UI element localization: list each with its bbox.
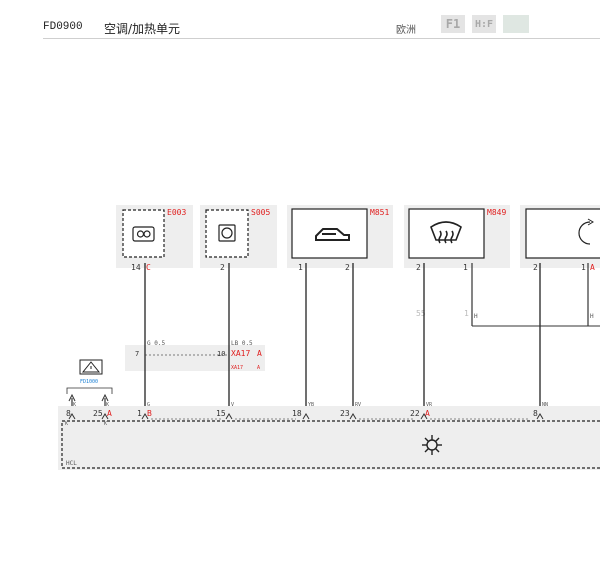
document-title: 空调/加热单元 xyxy=(104,22,181,36)
defrost-icon xyxy=(430,221,462,244)
module-pin-8-wire: NN xyxy=(542,402,548,408)
splice-panel xyxy=(125,345,265,371)
pin-arrows xyxy=(68,413,544,420)
right-pin-a: 2 xyxy=(533,263,538,272)
module-pin-3-conn: B xyxy=(147,409,152,418)
splice-pin-right: 10 xyxy=(217,350,225,358)
module-pin-6-wire: RV xyxy=(355,402,361,408)
module-panel xyxy=(58,420,600,470)
s005-box[interactable] xyxy=(205,209,249,258)
motor-arc-icon xyxy=(578,221,591,245)
m851-label: M851 xyxy=(370,208,389,217)
m849-box[interactable] xyxy=(408,208,485,259)
module-pin-4-wire: V xyxy=(231,402,234,408)
module-pin-7-conn: A xyxy=(425,409,430,418)
arrow-up-icon xyxy=(101,393,109,402)
module-pin-2-wire: K xyxy=(106,402,109,408)
splice-pin-left: 7 xyxy=(135,350,139,358)
page-header: FD0900 空调/加热单元 欧洲 F1 H:F xyxy=(0,0,600,38)
climate-fan-icon xyxy=(422,435,442,455)
right-conn: A xyxy=(590,263,595,272)
module-pin-2-num: 25 xyxy=(93,409,103,418)
module-wire-k2: K xyxy=(104,421,107,427)
arrow-icon xyxy=(587,218,594,226)
m851-pin-a: 1 xyxy=(298,263,303,272)
m849-label: M849 xyxy=(487,208,506,217)
module-name: HCL xyxy=(66,460,77,467)
module-pin-5-num: 18 xyxy=(292,409,302,418)
warning-icon[interactable] xyxy=(79,359,103,375)
module-pin-1-wire: K xyxy=(73,402,76,408)
warning-bracket xyxy=(66,387,113,394)
module-pin-1-num: 8 xyxy=(66,409,71,418)
wire-group xyxy=(144,263,541,416)
hf-button[interactable]: H:F xyxy=(472,15,496,33)
splice-connector: XA17 xyxy=(231,349,250,358)
module-pin-4-num: 15 xyxy=(216,409,226,418)
module-pin-strip xyxy=(58,406,600,420)
splice-wire-right: LB 0.5 xyxy=(231,340,253,347)
e003-conn: C xyxy=(146,263,151,272)
region-label: 欧洲 xyxy=(396,25,416,36)
m851-pin-b: 2 xyxy=(345,263,350,272)
splice-wire-left: G 0.5 xyxy=(147,340,165,347)
sensor-icon xyxy=(218,224,236,242)
module-wire-k1: K xyxy=(65,421,68,427)
s005-label: S005 xyxy=(251,208,270,217)
m849-pin-a: 2 xyxy=(416,263,421,272)
document-code: FD0900 xyxy=(43,21,83,33)
module-pin-2-conn: A xyxy=(107,409,112,418)
gauge-icon xyxy=(132,226,155,242)
air-recirculation-icon xyxy=(315,228,350,241)
module-pin-6-num: 23 xyxy=(340,409,350,418)
module-box[interactable] xyxy=(61,420,600,469)
view-toggle-button[interactable] xyxy=(503,15,529,33)
module-pin-3-num: 1 xyxy=(137,409,142,418)
header-divider xyxy=(43,38,600,39)
splice-sub-letter: A xyxy=(257,365,260,371)
m849-pin-b: 1 xyxy=(463,263,468,272)
module-pin-8-num: 8 xyxy=(533,409,538,418)
module-pin-7-wire: VR xyxy=(426,402,433,408)
ref-55: 55 xyxy=(416,309,426,318)
f1-button[interactable]: F1 xyxy=(441,15,465,33)
right-pin-b: 1 xyxy=(581,263,586,272)
e003-pin: 14 xyxy=(131,263,141,272)
warning-ref[interactable]: FD1000 xyxy=(80,379,98,385)
module-pin-3-wire: G xyxy=(147,402,150,408)
ref-pin-1: 1 xyxy=(464,309,469,318)
splice-sub-label: XA17 xyxy=(231,365,243,371)
right-component-box[interactable] xyxy=(525,208,600,259)
module-pin-7-num: 22 xyxy=(410,409,420,418)
splice-connector-letter: A xyxy=(257,349,262,358)
e003-label: E003 xyxy=(167,208,186,217)
module-pin-5-wire: YB xyxy=(308,402,314,408)
s005-pin: 2 xyxy=(220,263,225,272)
wire-h-right: H xyxy=(590,313,594,320)
wire-h-left: H xyxy=(474,313,478,320)
arrow-up-icon xyxy=(68,393,76,402)
